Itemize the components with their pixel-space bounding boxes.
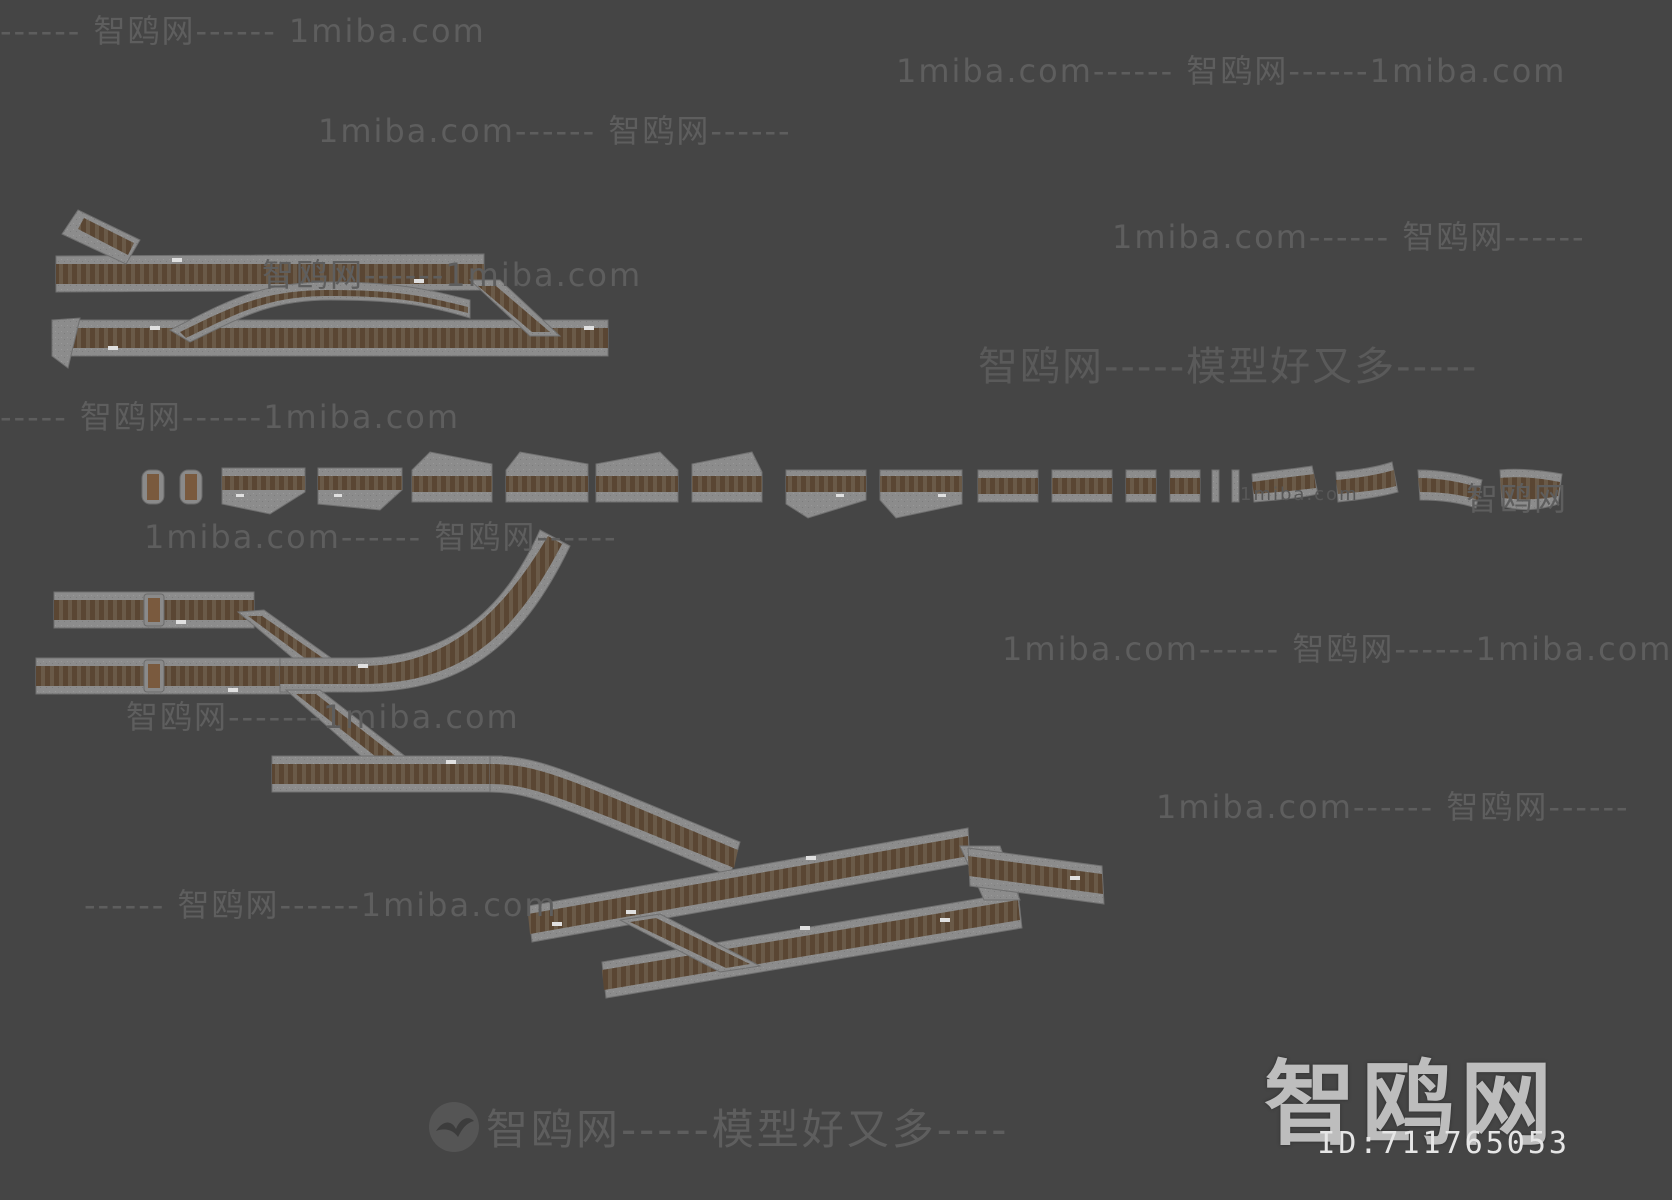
watermark-text: ----- 智鸥网------1miba.com [0, 398, 461, 436]
track-piece-curved[interactable] [1335, 461, 1399, 503]
watermark-text: 智鸥网 [1466, 480, 1569, 518]
track-pieces-row[interactable] [141, 451, 1563, 519]
watermark-text: 1miba.com------ 智鸥网------1miba.com [896, 52, 1567, 90]
track-junction-top[interactable] [51, 209, 609, 369]
track-piece[interactable] [977, 469, 1039, 503]
watermark-text: 1miba.com------ 智鸥网------ [144, 518, 618, 556]
seagull-icon [429, 1101, 479, 1152]
track-piece[interactable] [595, 451, 679, 503]
track-piece[interactable] [691, 451, 763, 503]
track-junction-bottom[interactable] [35, 529, 1105, 999]
bottom-watermark: 智鸥网-----模型好又多---- [428, 1096, 1009, 1157]
watermark-text: 1miba.com [1240, 484, 1359, 505]
watermark-text: 智鸥网-----模型好又多----- [978, 344, 1479, 390]
track-piece[interactable] [785, 469, 867, 519]
track-piece[interactable] [1211, 469, 1240, 503]
track-piece[interactable] [411, 451, 493, 503]
watermark-text: 1miba.com------ 智鸥网------1miba.com [1002, 630, 1672, 668]
track-piece[interactable] [879, 469, 963, 519]
watermark-text: 智鸥网------1miba.com [262, 256, 643, 294]
brand-logo: 智鸥网 [1263, 1051, 1558, 1158]
track-piece[interactable] [221, 467, 306, 515]
track-piece[interactable] [1169, 469, 1201, 503]
watermark-text: 智鸥网-------1miba.com [126, 698, 520, 736]
track-piece-curved[interactable] [1499, 468, 1563, 511]
watermark-text: 1miba.com------ 智鸥网------ [1112, 218, 1586, 256]
watermark-text: ------ 智鸥网------1miba.com [84, 886, 558, 924]
track-piece[interactable] [317, 467, 403, 511]
track-piece-curved[interactable] [1417, 469, 1483, 509]
3d-viewport[interactable] [0, 0, 1600, 1200]
asset-id-label: ID:711765053 [1317, 1126, 1570, 1161]
track-piece[interactable] [1125, 469, 1157, 503]
buffer-stop[interactable] [141, 469, 165, 505]
track-piece-curved[interactable] [1251, 465, 1319, 503]
watermark-text: 1miba.com------ 智鸥网------ [318, 112, 792, 150]
buffer-stop[interactable] [179, 469, 203, 505]
bottom-watermark-text: 智鸥网-----模型好又多---- [486, 1105, 1010, 1154]
track-piece[interactable] [1051, 469, 1113, 503]
watermark-text: 1miba.com------ 智鸥网------ [1156, 788, 1630, 826]
track-piece[interactable] [505, 451, 589, 503]
watermark-text: ------ 智鸥网------ 1miba.com [0, 12, 486, 50]
